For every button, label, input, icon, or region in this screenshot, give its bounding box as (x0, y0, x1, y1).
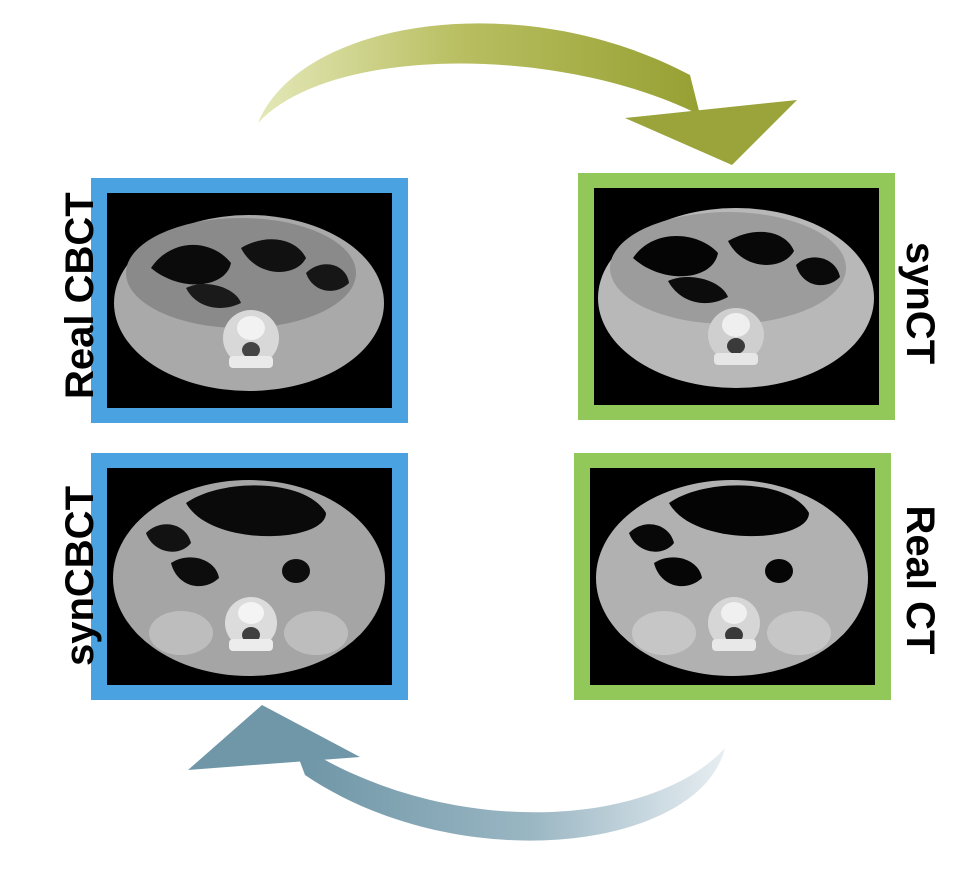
syn-cbct-image (91, 453, 408, 700)
syn-ct-panel (578, 173, 895, 420)
top-arrow (258, 23, 797, 165)
real-cbct-label: Real CBCT (58, 192, 102, 399)
bottom-arrow (188, 705, 725, 841)
syn-ct-image (578, 173, 895, 420)
syn-cbct-panel (91, 453, 408, 700)
syn-cbct-label: synCBCT (58, 485, 102, 667)
real-cbct-image (91, 178, 408, 423)
real-ct-image (574, 453, 891, 700)
real-ct-panel (574, 453, 891, 700)
syn-ct-label: synCT (898, 241, 942, 365)
real-ct-label: Real CT (898, 505, 942, 655)
real-cbct-panel (91, 178, 408, 423)
